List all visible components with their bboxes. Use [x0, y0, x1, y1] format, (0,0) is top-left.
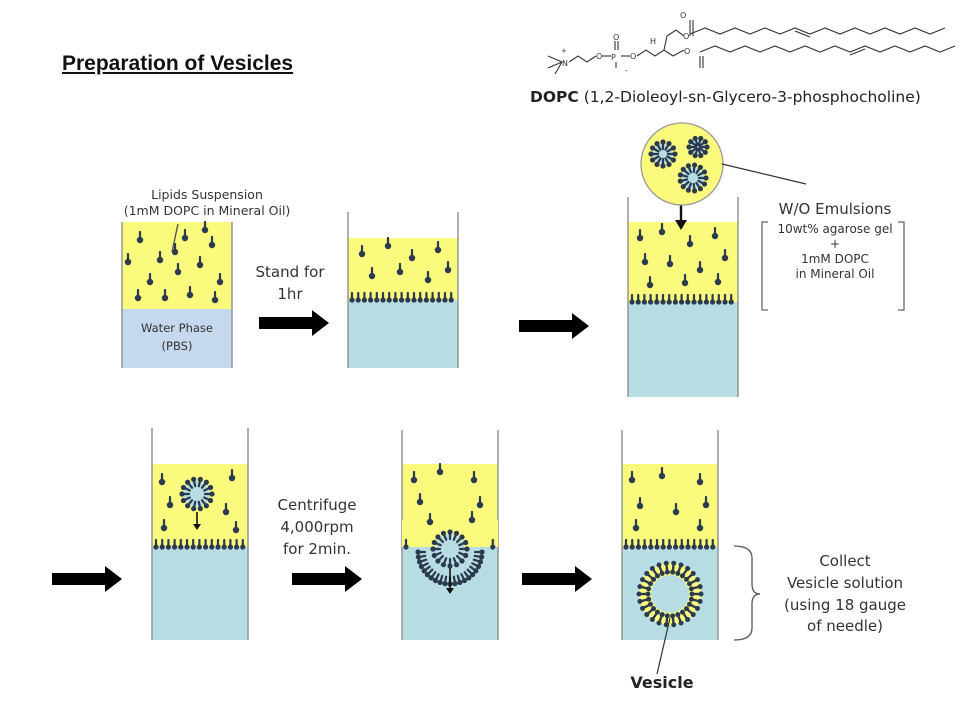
svg-text:O: O: [680, 11, 686, 20]
arrow-stand: [259, 310, 329, 336]
vesicle-label: Vesicle: [630, 673, 694, 692]
collect-line1: Collect: [819, 552, 871, 570]
water-phase-line1: Water Phase: [141, 321, 213, 335]
collect-label: Collect Vesicle solution (using 18 gauge…: [765, 552, 925, 636]
dopc-full-name: (1,2-Dioleoyl-sn-Glycero-3-phosphocholin…: [583, 88, 921, 106]
dopc-abbrev: DOPC: [530, 88, 579, 106]
svg-text:O: O: [630, 52, 636, 61]
beaker-initial: [121, 220, 233, 368]
collect-line4: of needle): [807, 617, 883, 636]
centrifuge-line1: Centrifuge: [277, 496, 357, 514]
arrow-next-row: [52, 566, 122, 592]
wo-bracket: [761, 221, 905, 311]
beaker-drop: [151, 428, 249, 640]
svg-text:+: +: [561, 47, 567, 55]
beaker-crossing: [401, 430, 499, 640]
wo-emulsions-title: W/O Emulsions: [778, 200, 892, 218]
dopc-structure: [547, 20, 956, 75]
wo-emulsions-details: 10wt% agarose gel + 1mM DOPC in Mineral …: [770, 222, 900, 282]
svg-text:P: P: [611, 53, 616, 62]
svg-text:H: H: [650, 37, 656, 46]
wo-line-agarose: 10wt% agarose gel: [777, 222, 893, 236]
beaker-settled: [347, 212, 459, 368]
zoom-pointer-line: [721, 163, 807, 185]
lipids-suspension-label: Lipids Suspension (1mM DOPC in Mineral O…: [102, 187, 312, 218]
centrifuge-label: Centrifuge 4,000rpm for 2min.: [262, 496, 372, 558]
centrifuge-line2: 4,000rpm: [280, 517, 354, 536]
lipids-suspension-line1: Lipids Suspension: [151, 187, 263, 202]
page-title: Preparation of Vesicles: [62, 52, 294, 75]
vesicle-pointer-line: [656, 617, 671, 675]
svg-text:O: O: [683, 32, 689, 41]
collect-line2: Vesicle solution: [786, 573, 904, 592]
emulsion-zoom-circle: [640, 122, 724, 206]
centrifuge-line3: for 2min.: [283, 539, 351, 558]
pipette-pointer: [171, 223, 179, 253]
svg-text:-: -: [625, 66, 628, 75]
stand-line1: Stand for: [255, 263, 325, 281]
beaker-emulsion: [627, 197, 739, 397]
arrow-centrifuge: [292, 566, 362, 592]
wo-line-dopc: 1mM DOPC: [801, 252, 869, 266]
svg-text:N: N: [562, 59, 568, 68]
wo-line-plus: +: [829, 237, 841, 251]
collect-line3: (using 18 gauge: [784, 595, 906, 614]
water-phase-label: Water Phase (PBS): [123, 321, 231, 354]
lipids-suspension-line2: (1mM DOPC in Mineral Oil): [123, 202, 291, 218]
wo-line-oil: in Mineral Oil: [795, 267, 875, 281]
beaker-vesicle: [621, 430, 719, 640]
stand-line2: 1hr: [277, 284, 303, 303]
arrow-collect: [522, 566, 592, 592]
stand-label: Stand for 1hr: [245, 263, 335, 304]
svg-text:O: O: [613, 33, 619, 42]
collect-bracket: [733, 545, 761, 641]
dopc-caption: DOPC (1,2-Dioleoyl-sn-Glycero-3-phosphoc…: [530, 88, 921, 106]
arrow-to-emulsion: [519, 313, 589, 339]
svg-text:O: O: [684, 47, 690, 56]
water-phase-line2: (PBS): [161, 339, 193, 354]
svg-text:O: O: [596, 52, 602, 61]
